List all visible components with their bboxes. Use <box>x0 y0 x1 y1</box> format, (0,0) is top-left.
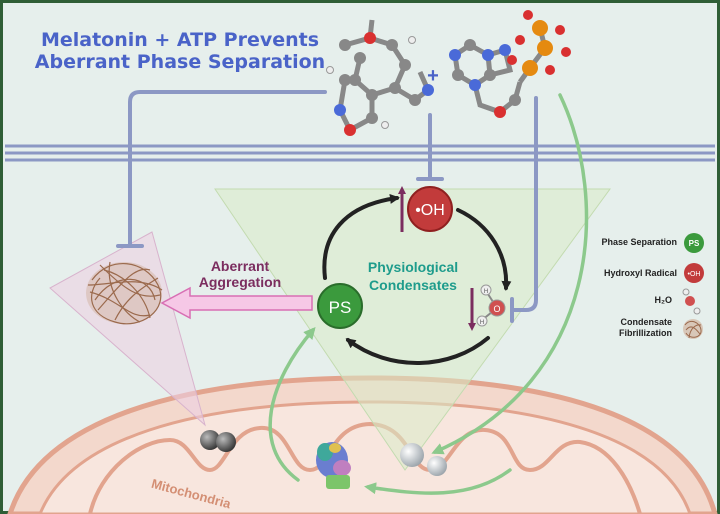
inhibitor-to-water <box>510 96 538 323</box>
physio-label-2: Condensates <box>369 277 457 293</box>
water-hydrogen-2: H <box>480 320 484 326</box>
inhibitor-to-radical <box>416 113 444 181</box>
legend-radical-icon <box>684 263 704 283</box>
title-line-1: Melatonin + ATP Prevents <box>41 29 319 51</box>
physio-label-1: Physiological <box>368 259 458 275</box>
cycle-arrows <box>322 193 512 365</box>
oh-radical-label: •OH <box>415 202 445 219</box>
atp-synthase-protein <box>316 442 351 489</box>
aberrant-label-2: Aggregation <box>199 274 281 290</box>
mitochondria <box>7 375 718 514</box>
title-line-2: Aberrant Phase Separation <box>35 51 325 73</box>
light-condensate-droplets <box>400 443 447 476</box>
legend-ps-icon <box>684 233 704 253</box>
legend-ps-badge: PS <box>689 239 700 248</box>
legend-fibrillization-1: Condensate <box>620 317 672 327</box>
aberrant-arrow <box>160 286 313 320</box>
ps-label: PS <box>329 298 352 317</box>
legend-oh-badge: •OH <box>688 271 701 278</box>
melatonin-molecule <box>326 19 434 136</box>
plus-symbol: + <box>427 65 439 87</box>
atp-molecule <box>449 10 571 118</box>
cell-membrane <box>5 144 715 162</box>
legend-fibrillization-2: Fibrillization <box>619 328 672 338</box>
green-arrows <box>268 93 589 495</box>
aberrant-label-1: Aberrant <box>211 258 270 274</box>
legend-hydroxyl-radical: Hydroxyl Radical <box>604 268 677 278</box>
legend-fibril-icon <box>683 319 703 339</box>
water-oxygen: O <box>493 304 500 314</box>
legend: Phase Separation PS Hydroxyl Radical •OH… <box>601 233 704 339</box>
water-hydrogen-1: H <box>484 289 488 295</box>
phase-separation-node: PS <box>317 283 363 329</box>
hydroxyl-radical-node: •OH <box>407 186 453 232</box>
water-node: O H H <box>476 284 506 327</box>
inhibitor-to-aggregate <box>116 90 327 248</box>
condensate-fibril-aggregate <box>86 261 163 325</box>
legend-water-icon <box>682 288 701 315</box>
aggregate-zone <box>49 231 206 427</box>
legend-water: H₂O <box>655 295 673 305</box>
dark-condensate-droplets <box>200 430 236 452</box>
legend-phase-separation: Phase Separation <box>601 237 677 247</box>
